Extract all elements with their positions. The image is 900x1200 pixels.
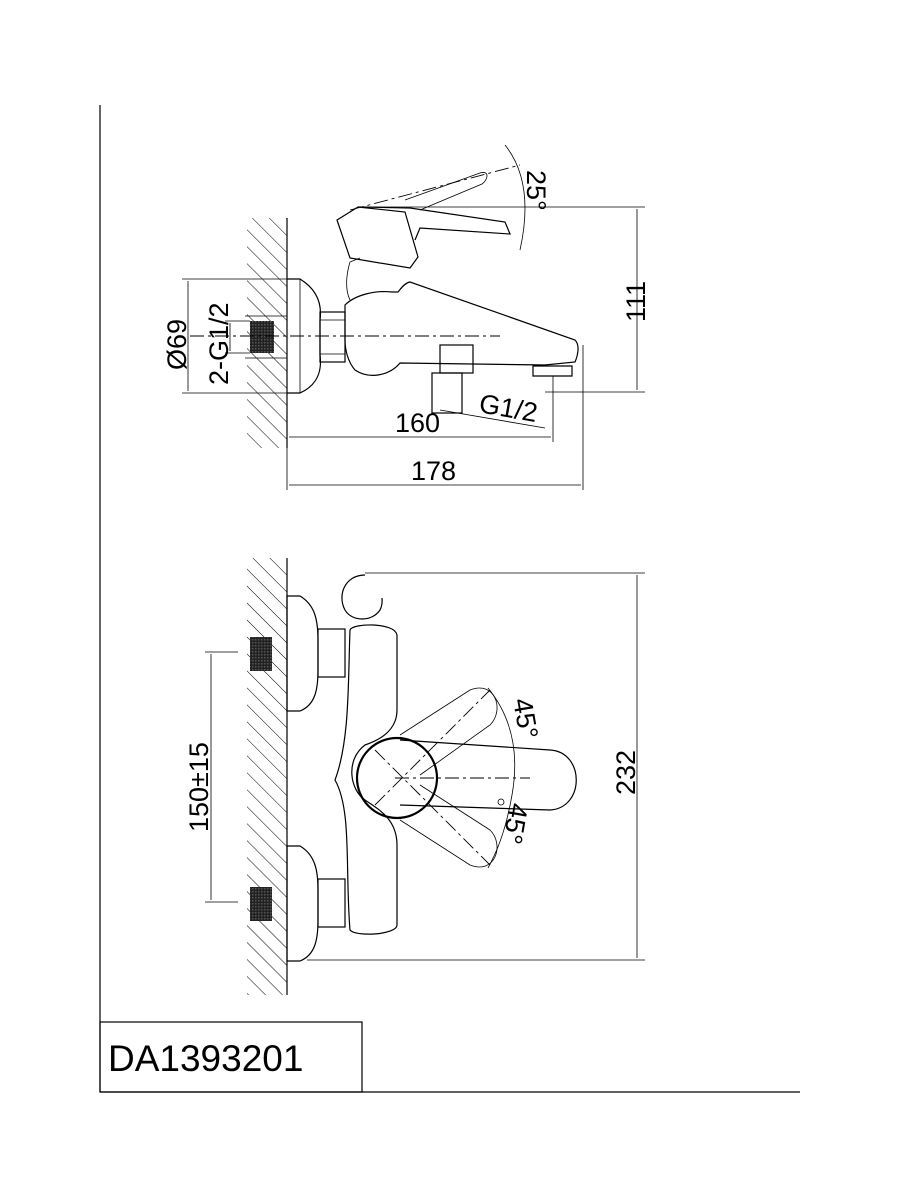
dim-111: 111: [621, 281, 651, 322]
diverter-top: [439, 344, 474, 374]
angle-45-up: 45°: [507, 696, 544, 741]
dim-inlet-thread: 2-G1/2: [204, 302, 234, 385]
inlet-thread-lower: [250, 887, 272, 921]
lever: [357, 206, 511, 241]
model-number: DA1393201: [108, 1038, 303, 1079]
shower-hook: [341, 574, 383, 620]
inlet-thread: [250, 321, 274, 353]
inlet-thread-upper: [250, 637, 272, 671]
angle-arc-25: [504, 144, 526, 251]
drawing-frame: [99, 105, 800, 1093]
title-block: [99, 1021, 363, 1093]
mixer-body: [344, 281, 579, 376]
lever-down-position: [399, 784, 498, 868]
cartridge: [336, 206, 419, 269]
angle-arc-45: [487, 687, 516, 869]
aerator: [532, 365, 573, 377]
front-view: [205, 558, 645, 995]
dim-178: 178: [411, 456, 456, 486]
side-view: [182, 144, 645, 490]
lever-raised: [404, 172, 488, 211]
connection-nut: [319, 311, 346, 363]
dim-160: 160: [395, 408, 440, 438]
rosette-upper: [286, 595, 319, 712]
lever-handle: [399, 739, 577, 811]
dim-232: 232: [611, 750, 641, 795]
dim-diameter-69: Ø69: [162, 319, 192, 370]
nut-lower: [317, 878, 346, 928]
dim-outlet-thread: G1/2: [477, 388, 540, 428]
rosette-lower: [286, 845, 319, 962]
angle-45-down: 45°: [497, 801, 534, 846]
dim-150: 150±15: [184, 742, 214, 832]
cartridge-cap: [355, 736, 439, 820]
diverter-knob: [431, 372, 463, 414]
wall-hatching-front: [247, 558, 288, 995]
lever-up-position: [399, 687, 498, 776]
angle-25: 25°: [521, 170, 551, 211]
mixer-body-front: [334, 624, 398, 935]
nut-upper: [317, 628, 346, 678]
